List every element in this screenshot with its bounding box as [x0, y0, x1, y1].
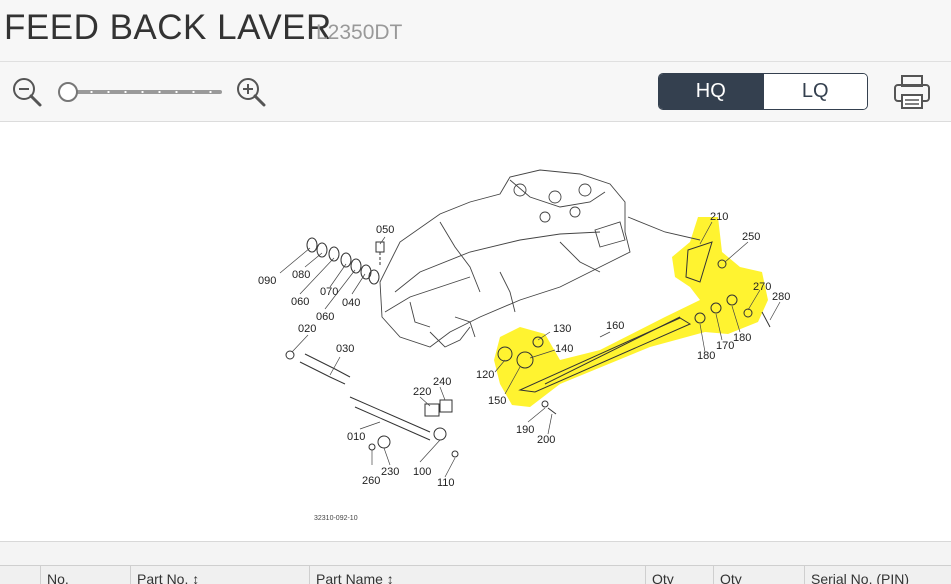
- part-label[interactable]: 160: [606, 320, 624, 332]
- part-label[interactable]: 020: [298, 323, 316, 335]
- part-label[interactable]: 190: [516, 424, 534, 436]
- part-label[interactable]: 050: [376, 224, 394, 236]
- printer-icon[interactable]: [892, 73, 932, 111]
- hq-button[interactable]: HQ: [659, 74, 763, 109]
- col-qty-2[interactable]: Qty: [713, 566, 805, 584]
- part-labels: 090 080 070 060 040 060 050 020 030 010 …: [258, 211, 790, 489]
- part-label[interactable]: 120: [476, 369, 494, 381]
- exploded-view: 090 080 070 060 040 060 050 020 030 010 …: [258, 169, 790, 522]
- part-label[interactable]: 010: [347, 431, 365, 443]
- part-label[interactable]: 170: [716, 340, 734, 352]
- left-assembly-drawing: [285, 237, 459, 458]
- parts-diagram[interactable]: 090 080 070 060 040 060 050 020 030 010 …: [0, 122, 951, 542]
- part-label[interactable]: 070: [320, 286, 338, 298]
- part-label[interactable]: 030: [336, 343, 354, 355]
- parts-table-header: No. Part No. ↕ Part Name ↕ Qty Qty Seria…: [0, 565, 951, 584]
- part-label[interactable]: 240: [433, 376, 451, 388]
- zoom-slider-ticks: [66, 91, 222, 93]
- part-label[interactable]: 260: [362, 475, 380, 487]
- part-label[interactable]: 110: [437, 477, 455, 489]
- part-label[interactable]: 100: [413, 466, 431, 478]
- part-label[interactable]: 210: [710, 211, 728, 223]
- part-label[interactable]: 150: [488, 395, 506, 407]
- linkage-drawing: [497, 241, 771, 415]
- part-label[interactable]: 180: [733, 332, 751, 344]
- col-part-name[interactable]: Part Name ↕: [309, 566, 646, 584]
- model-name: L2350DT: [316, 21, 403, 44]
- col-qty[interactable]: Qty: [645, 566, 714, 584]
- quality-toggle: HQ LQ: [658, 73, 868, 110]
- toolbar: HQ LQ: [0, 62, 951, 122]
- part-label[interactable]: 140: [555, 343, 573, 355]
- part-label[interactable]: 060: [316, 311, 334, 323]
- housing-drawing: [379, 169, 701, 348]
- part-label[interactable]: 230: [381, 466, 399, 478]
- lq-button[interactable]: LQ: [762, 74, 867, 109]
- part-label[interactable]: 200: [537, 434, 555, 446]
- part-label[interactable]: 280: [772, 291, 790, 303]
- zoom-in-icon[interactable]: [235, 76, 267, 108]
- part-label[interactable]: 270: [753, 281, 771, 293]
- part-label[interactable]: 130: [553, 323, 571, 335]
- zoom-out-icon[interactable]: [11, 76, 43, 108]
- page-title: FEED BACK LAVER: [4, 8, 332, 47]
- col-serial[interactable]: Serial No. (PIN): [804, 566, 951, 584]
- col-part-no[interactable]: Part No. ↕: [130, 566, 309, 584]
- part-label[interactable]: 090: [258, 275, 276, 287]
- part-label[interactable]: 060: [291, 296, 309, 308]
- highlight-marker: [494, 217, 768, 407]
- diagram-caption: 32310-092-10: [314, 515, 358, 522]
- page-header: FEED BACK LAVER L2350DT: [0, 0, 951, 62]
- part-label[interactable]: 220: [413, 386, 431, 398]
- part-label[interactable]: 040: [342, 297, 360, 309]
- part-label[interactable]: 080: [292, 269, 310, 281]
- leader-lines: [279, 221, 781, 478]
- panel-divider: [0, 541, 951, 566]
- part-label[interactable]: 180: [697, 350, 715, 362]
- col-no[interactable]: No.: [40, 566, 131, 584]
- zoom-slider[interactable]: [58, 82, 222, 102]
- part-label[interactable]: 250: [742, 231, 760, 243]
- zoom-slider-handle[interactable]: [58, 82, 78, 102]
